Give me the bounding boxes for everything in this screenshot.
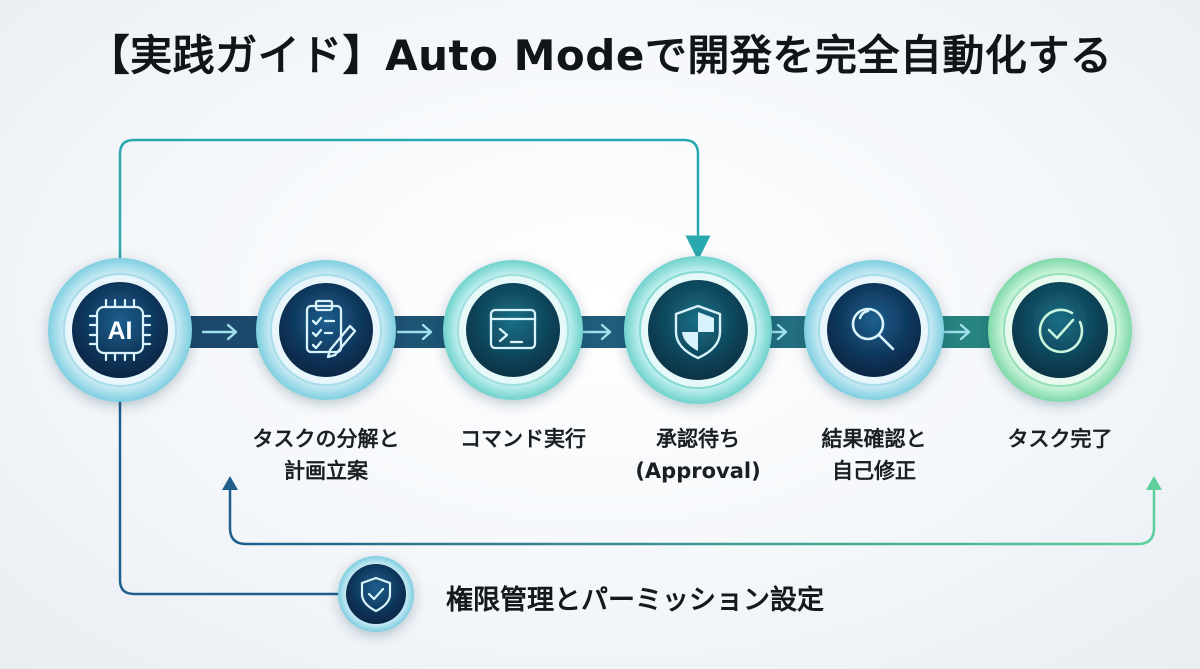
magnifier-icon xyxy=(851,307,895,351)
step-label-command-line-1: コマンド実行 xyxy=(460,427,586,451)
step-label-done: タスク完了 xyxy=(950,423,1170,455)
step-label-plan-line-2: 計画立案 xyxy=(284,459,368,483)
clipboard-edit-icon xyxy=(305,299,357,359)
permission-line xyxy=(118,400,344,596)
node-ai xyxy=(48,258,192,402)
node-permission xyxy=(338,556,414,632)
node-command xyxy=(443,260,583,400)
step-label-approval-line-1: 承認待ち xyxy=(656,427,740,451)
step-label-done-line-1: タスク完了 xyxy=(1007,427,1113,451)
node-done xyxy=(988,258,1132,402)
step-label-approval-line-2: (Approval) xyxy=(635,459,761,483)
node-review xyxy=(804,260,944,400)
shield-icon xyxy=(674,304,722,360)
terminal-icon xyxy=(489,308,537,350)
ai-chip-icon xyxy=(88,298,152,362)
feedback-loop-line xyxy=(228,478,1156,546)
feedback-arrow-left xyxy=(222,476,238,490)
ai-chip-text: AI xyxy=(108,317,133,345)
permission-label: 権限管理とパーミッション設定 xyxy=(446,585,824,616)
step-label-review: 結果確認と 自己修正 xyxy=(764,423,984,487)
loop-line-top xyxy=(118,138,711,261)
shield-check-icon xyxy=(360,576,392,613)
check-circle-icon xyxy=(1038,308,1084,354)
feedback-arrow-right xyxy=(1146,476,1162,490)
step-label-plan: タスクの分解と 計画立案 xyxy=(216,423,436,487)
step-label-command: コマンド実行 xyxy=(413,423,633,455)
step-label-review-line-2: 自己修正 xyxy=(832,459,916,483)
step-label-plan-line-1: タスクの分解と xyxy=(252,427,400,451)
node-plan xyxy=(256,260,396,400)
step-label-review-line-1: 結果確認と xyxy=(821,427,927,451)
step-label-approval: 承認待ち (Approval) xyxy=(588,423,808,487)
page-title: 【実践ガイド】Auto Modeで開発を完全自動化する xyxy=(87,31,1113,80)
